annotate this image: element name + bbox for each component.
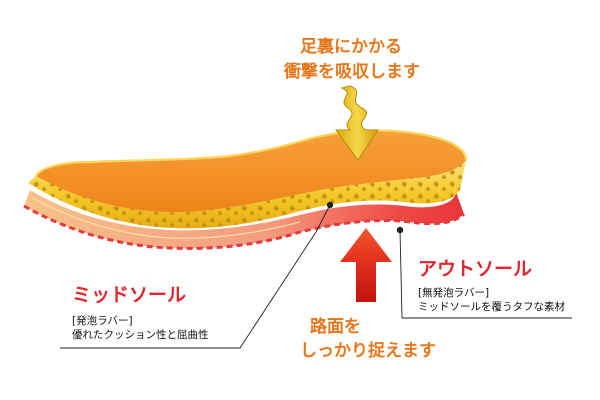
midsole-material: [発泡ラバー] (72, 315, 133, 327)
midsole-seam (31, 197, 301, 239)
midsole-leader (60, 201, 334, 349)
midsole-description: 優れたクッション性と屈曲性 (72, 329, 209, 341)
outsole-material: [無発泡ラバー] (418, 287, 490, 299)
shock-caption-line2: 衝撃を吸収します (284, 62, 420, 82)
outsole-description: ミッドソールを覆うタフな素材 (418, 301, 565, 313)
grip-caption-line1: 路面を (310, 317, 361, 337)
shock-caption-line1: 足裏にかかる (300, 37, 402, 57)
outsole-tread (23, 204, 465, 250)
outsole-leader (396, 226, 572, 319)
midsole-title: ミッドソール (72, 284, 187, 306)
shock-absorb-arrow (335, 85, 379, 161)
grip-arrow (340, 228, 392, 302)
midsole-bubbles (28, 160, 466, 229)
insole-rim (35, 129, 468, 177)
grip-caption-line2: しっかり捉えます (300, 341, 436, 361)
outsole-title: アウトソール (418, 258, 533, 280)
